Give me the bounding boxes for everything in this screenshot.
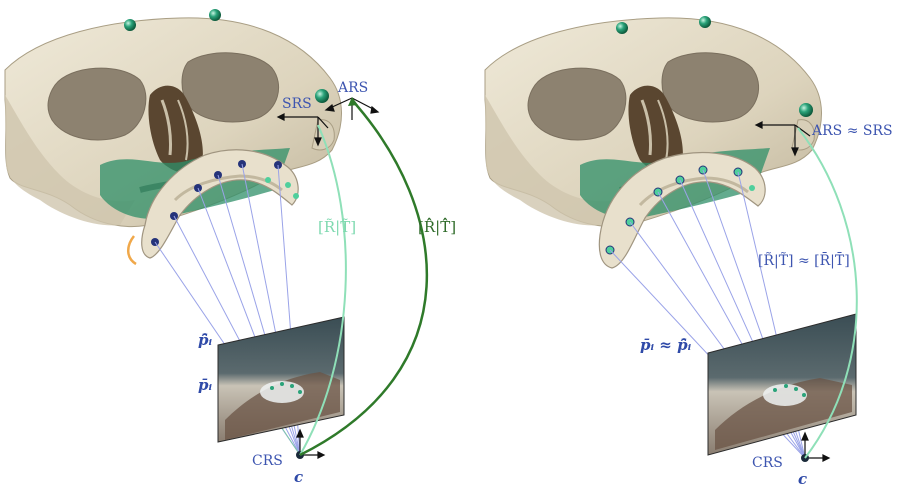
marker-sphere	[315, 89, 329, 103]
marker-sphere	[699, 16, 711, 28]
marker-sphere	[799, 103, 813, 117]
marker-sphere	[616, 22, 628, 34]
right-panel: ARS ≈ SRS [R̃|T̃] ≈ [R̄|T̄] p̄ᵢ ≈ p̂̄ᵢ C…	[485, 16, 893, 486]
p-hat-label: p̂̄ᵢ	[198, 331, 212, 349]
p-approx-label: p̄ᵢ ≈ p̂̄ᵢ	[640, 336, 692, 354]
camera-c-label: c	[294, 468, 303, 486]
ars-srs-label: ARS ≈ SRS	[811, 123, 893, 139]
left-panel: ARS SRS [R̃|T̃] [R̂̂|T̂̂] p̂̄ᵢ p̄ᵢ CRS c	[5, 9, 456, 486]
left-orbit	[48, 68, 146, 140]
p-bar-label: p̄ᵢ	[198, 376, 212, 394]
marker-sphere	[124, 19, 136, 31]
crs-label: CRS	[252, 453, 283, 469]
rt-estimated-label: [R̃|T̃]	[318, 218, 356, 236]
srs-label: SRS	[282, 96, 312, 112]
image-plane-right	[708, 314, 856, 455]
rt-approx-label: [R̃|T̃] ≈ [R̄|T̄]	[758, 251, 850, 269]
ars-label: ARS	[337, 80, 368, 96]
right-orbit	[182, 53, 279, 122]
skull-model-right	[485, 16, 822, 268]
rt-ground-truth-label: [R̂̂|T̂̂]	[418, 217, 456, 236]
crs-label: CRS	[752, 455, 783, 471]
marker-sphere	[209, 9, 221, 21]
skull-model-left	[5, 9, 342, 264]
camera-c-label: c	[798, 470, 807, 486]
